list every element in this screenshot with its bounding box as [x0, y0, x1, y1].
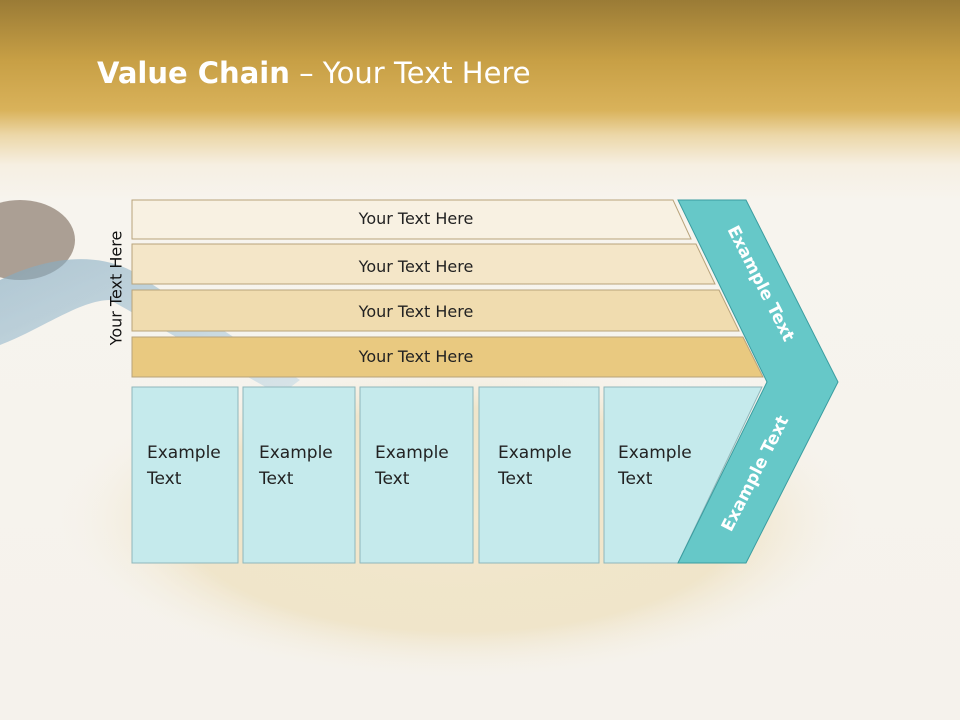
reflection-box-4-line2: Text [497, 641, 533, 661]
box-1-line2: Text [146, 469, 182, 489]
box-1-line1: Example [147, 443, 221, 463]
bar-1: Your Text Here [131, 199, 692, 240]
box-2-line2: Text [258, 469, 294, 489]
reflection-box-2-line2: Text [258, 641, 294, 661]
bar-4-shape [131, 336, 764, 378]
chevron-shape [677, 199, 839, 564]
reflection-box-2-line1: Example [259, 667, 333, 687]
box-1: Example Text [131, 386, 239, 564]
bar-3-label: Your Text Here [358, 302, 474, 321]
title-bold: Value Chain [97, 56, 290, 90]
box-2-line1: Example [259, 443, 333, 463]
box-3-line1: Example [375, 443, 449, 463]
bar-1-shape [131, 199, 692, 240]
bar-3-shape [131, 289, 740, 332]
reflection-box-3-line2: Text [374, 641, 410, 661]
bar-1-label: Your Text Here [358, 209, 474, 228]
reflection-box-1-line1: Example [147, 667, 221, 687]
reflection-box-2 [242, 566, 356, 720]
reflection-box-4-line1: Example [498, 667, 572, 687]
bar-2-label: Your Text Here [358, 257, 474, 276]
reflection-box-5-line1: Example [618, 667, 692, 687]
title-rest: – Your Text Here [289, 56, 531, 90]
reflection-box-5-line2: Text [617, 641, 653, 661]
slide-title: Value Chain – Your Text Here [97, 56, 531, 90]
box-2: Example Text [242, 386, 356, 564]
reflection-box-1 [131, 566, 239, 720]
bar-3: Your Text Here [131, 289, 740, 332]
bar-4-label: Your Text Here [358, 347, 474, 366]
reflection-box-3 [359, 566, 474, 720]
box-3-shape [359, 386, 474, 564]
box-2-shape [242, 386, 356, 564]
box-3-line2: Text [374, 469, 410, 489]
reflection-box-4 [478, 566, 600, 720]
reflection-box-3-line1: Example [375, 667, 449, 687]
box-3: Example Text [359, 386, 474, 564]
box-4: Example Text [478, 386, 600, 564]
diagram-reflection: Example Text Example Text Example Text E… [131, 566, 824, 720]
box-1-shape [131, 386, 239, 564]
reflection-chevron [678, 567, 824, 720]
bar-2-shape [131, 243, 716, 285]
bar-2: Your Text Here [131, 243, 716, 285]
box-5-line1: Example [618, 443, 692, 463]
bar-4: Your Text Here [131, 336, 764, 378]
box-5: Example Text [603, 386, 763, 564]
box-4-shape [478, 386, 600, 564]
reflection-box-1-line2: Text [146, 641, 182, 661]
box-4-line2: Text [497, 469, 533, 489]
box-5-line2: Text [617, 469, 653, 489]
box-4-line1: Example [498, 443, 572, 463]
